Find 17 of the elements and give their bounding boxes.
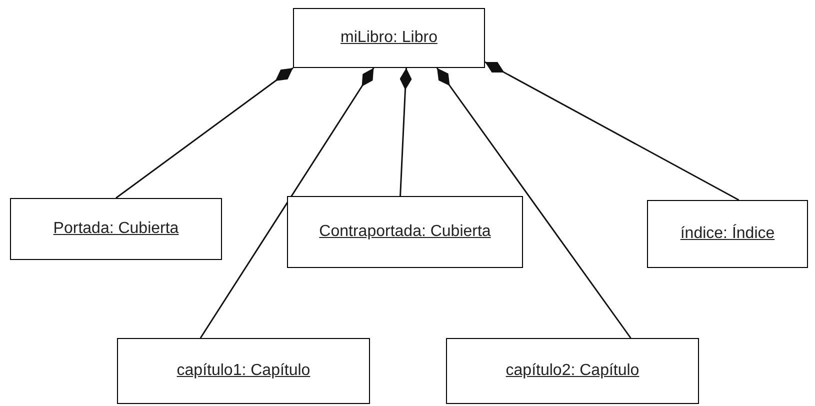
- composition-line: [400, 68, 412, 196]
- composition-line: [484, 61, 740, 201]
- object-box: [287, 196, 523, 268]
- object-box: [647, 200, 808, 268]
- composition-line: [436, 68, 632, 338]
- object-name: Portada: Cubierta: [53, 220, 179, 238]
- object-box: [117, 338, 370, 404]
- object-box: [10, 198, 222, 260]
- object-name: Contraportada: Cubierta: [319, 223, 491, 241]
- object-name: miLibro: Libro: [340, 29, 438, 47]
- object-name: capítulo1: Capítulo: [176, 362, 310, 380]
- object-box: [446, 338, 699, 404]
- object-box: [293, 8, 485, 68]
- composition-line: [200, 68, 374, 338]
- object-name: capítulo2: Capítulo: [506, 362, 640, 380]
- composition-line: [116, 67, 294, 199]
- object-name: índice: Índice: [680, 225, 775, 243]
